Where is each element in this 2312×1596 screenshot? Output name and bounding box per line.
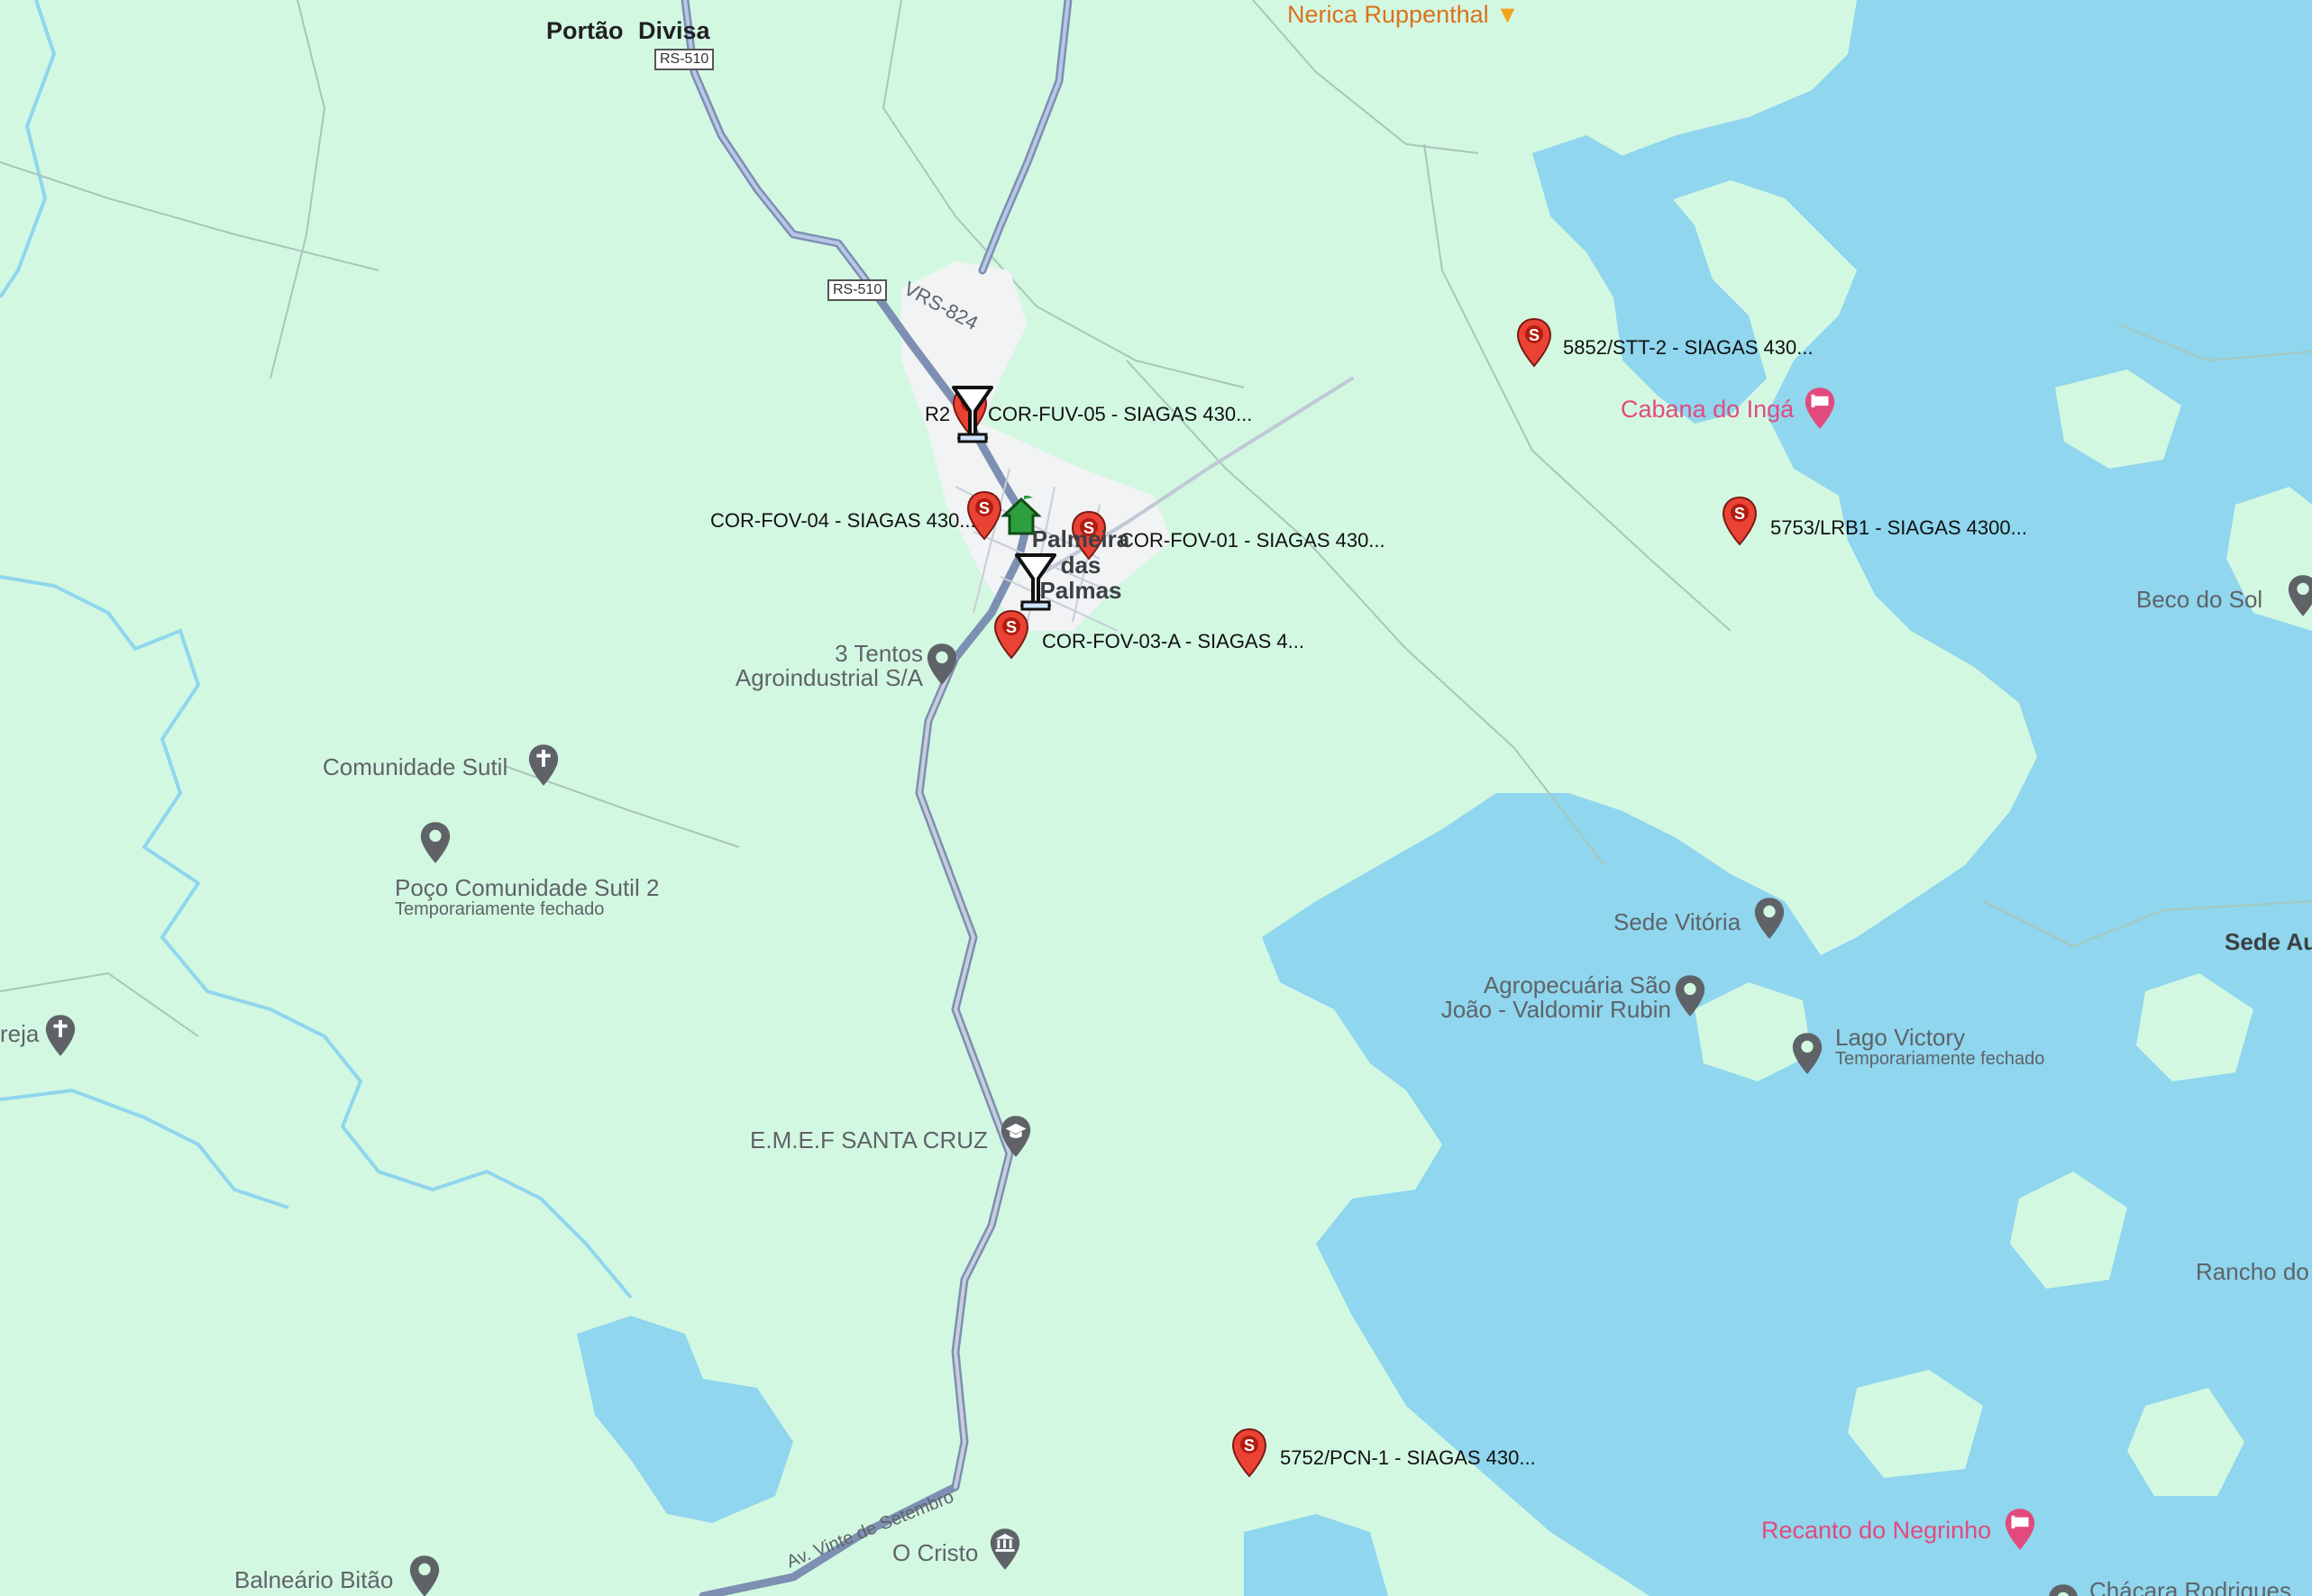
- place-rancho-do: Rancho do: [2196, 1258, 2309, 1285]
- poi-cabana-do-inga[interactable]: Cabana do Ingá: [1621, 396, 1795, 423]
- gray-pin-icon[interactable]: [1673, 973, 1707, 1018]
- poi-sede-vitoria[interactable]: Sede Vitória: [1613, 908, 1741, 935]
- place-divisa: Divisa: [638, 17, 710, 44]
- rs510-shield-mid: RS-510: [827, 279, 888, 301]
- place-sede-au: Sede Au: [2225, 928, 2312, 955]
- red-pin-icon[interactable]: [1516, 317, 1552, 368]
- rs510-shield-top: RS-510: [654, 49, 715, 70]
- label-r2: R2: [925, 403, 951, 425]
- red-pin-icon[interactable]: [993, 609, 1029, 660]
- church-icon[interactable]: [43, 1013, 78, 1058]
- poi-chacara-rodrigues[interactable]: Chácara Rodrigues: [2089, 1577, 2292, 1596]
- gray-pin-icon[interactable]: [1752, 896, 1787, 941]
- poi-comunidade-sutil[interactable]: Comunidade Sutil: [323, 753, 508, 780]
- well-label-5752-pcn-1[interactable]: 5752/PCN-1 - SIAGAS 430...: [1280, 1446, 1536, 1469]
- gray-pin-icon[interactable]: [925, 642, 959, 687]
- well-label-5852-stt-2[interactable]: 5852/STT-2 - SIAGAS 430...: [1563, 336, 1814, 359]
- gray-pin-icon[interactable]: [418, 820, 452, 865]
- place-nerica[interactable]: Nerica Ruppenthal ▼: [1287, 1, 1520, 28]
- well-label-cor-fuv-05[interactable]: COR-FUV-05 - SIAGAS 430...: [988, 403, 1253, 425]
- well-label-cor-fov-04[interactable]: COR-FOV-04 - SIAGAS 430...: [710, 509, 976, 532]
- poi-igreja[interactable]: reja: [0, 1020, 40, 1047]
- poi-emef-santa-cruz[interactable]: E.M.E.F SANTA CRUZ: [750, 1126, 988, 1154]
- gray-pin-icon[interactable]: [407, 1554, 442, 1596]
- gray-pin-icon[interactable]: [2046, 1582, 2080, 1596]
- place-portao: Portão: [546, 17, 624, 44]
- gray-pin-icon[interactable]: [2286, 573, 2312, 618]
- hotel-icon[interactable]: [1803, 386, 1837, 431]
- cocktail-icon[interactable]: [1013, 552, 1058, 615]
- well-label-5753-lrb1[interactable]: 5753/LRB1 - SIAGAS 4300...: [1770, 516, 2027, 539]
- school-icon[interactable]: [999, 1114, 1033, 1159]
- poi-balneario-bitao[interactable]: Balneário Bitão: [234, 1566, 394, 1593]
- town-label: Palmeira das Palmas: [1031, 525, 1130, 605]
- well-label-cor-fov-03-a[interactable]: COR-FOV-03-A - SIAGAS 4...: [1042, 630, 1304, 652]
- poi-recanto-do-negrinho[interactable]: Recanto do Negrinho: [1761, 1517, 1992, 1544]
- gray-pin-icon[interactable]: [1790, 1031, 1824, 1076]
- hotel-icon[interactable]: [2003, 1507, 2037, 1552]
- red-pin-icon[interactable]: [1231, 1427, 1267, 1478]
- caution-arrow-icon: ▼: [1495, 1, 1520, 28]
- green-house-icon[interactable]: [1001, 496, 1042, 537]
- church-icon[interactable]: [526, 743, 561, 788]
- cocktail-icon[interactable]: [950, 384, 995, 447]
- poi-o-cristo[interactable]: O Cristo: [892, 1539, 979, 1566]
- red-pin-icon[interactable]: [1722, 496, 1758, 546]
- well-label-cor-fov-01[interactable]: COR-FOV-01 - SIAGAS 430...: [1119, 529, 1385, 552]
- museum-icon[interactable]: [988, 1527, 1022, 1572]
- poi-beco-do-sol[interactable]: Beco do Sol: [2136, 586, 2263, 613]
